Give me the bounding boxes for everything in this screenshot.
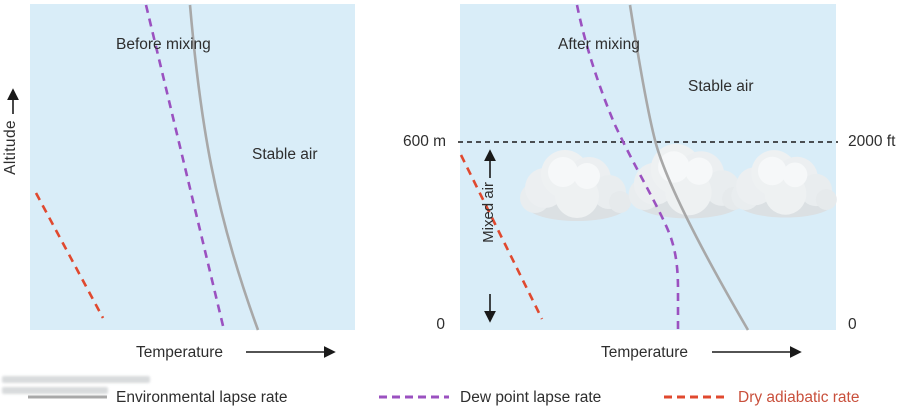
altitude-axis-label: Altitude bbox=[2, 120, 19, 175]
cloud-layer bbox=[520, 143, 837, 221]
surface-left-label: 0 bbox=[436, 316, 445, 333]
legend-label-dew-point: Dew point lapse rate bbox=[460, 389, 602, 406]
cloud-icon bbox=[628, 143, 746, 219]
before-mixing-panel bbox=[30, 4, 355, 330]
mixing-height-right-label: 2000 ft bbox=[848, 133, 896, 150]
legend-label-environmental: Environmental lapse rate bbox=[116, 389, 288, 406]
dry-adiabatic-line-after bbox=[459, 154, 544, 320]
cloud-icon bbox=[731, 150, 837, 218]
stable-air-label-before: Stable air bbox=[252, 146, 318, 163]
temperature-axis-label-right: Temperature bbox=[601, 344, 689, 361]
environmental-lapse-line-after bbox=[628, 4, 750, 331]
watermark bbox=[2, 376, 150, 383]
dry-adiabatic-line-before bbox=[34, 192, 105, 319]
cloud-icon bbox=[520, 150, 631, 221]
after-mixing-title: After mixing bbox=[558, 36, 640, 53]
watermark bbox=[2, 387, 108, 394]
before-mixing-title: Before mixing bbox=[116, 36, 211, 53]
environmental-lapse-line-before bbox=[188, 4, 260, 331]
legend-label-dry-adiabatic: Dry adiabatic rate bbox=[738, 389, 860, 406]
dew-point-lapse-line-after bbox=[575, 4, 680, 330]
surface-right-label: 0 bbox=[848, 316, 857, 333]
mixed-air-label: Mixed air bbox=[480, 182, 497, 243]
temperature-axis-label-left: Temperature bbox=[136, 344, 224, 361]
mixing-height-left-label: 600 m bbox=[403, 133, 447, 150]
stable-air-label-after: Stable air bbox=[688, 78, 754, 95]
